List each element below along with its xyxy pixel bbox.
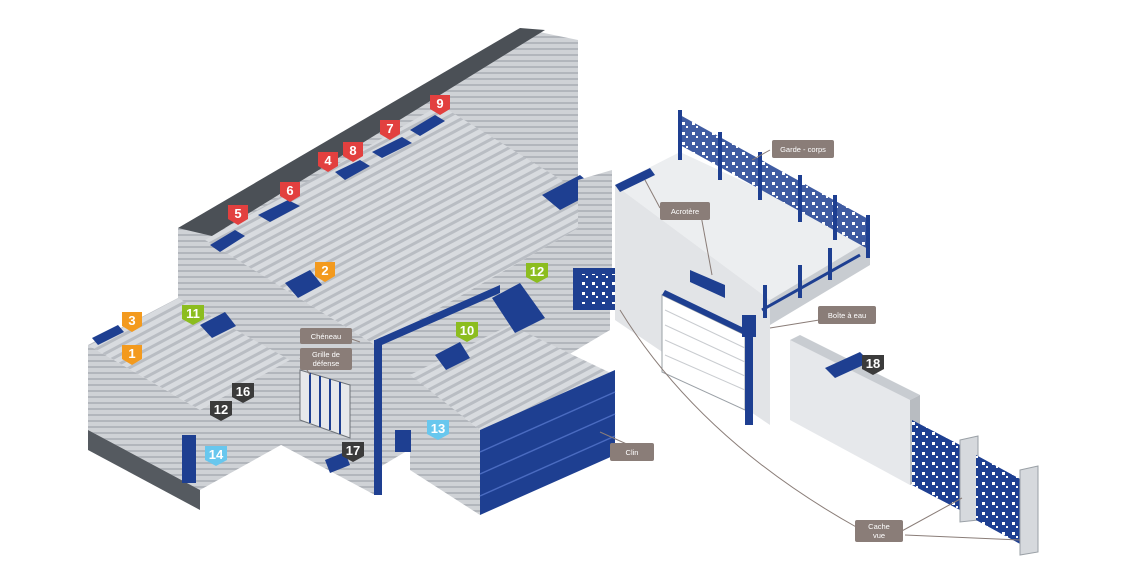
guard-rail <box>678 110 870 318</box>
downpipe <box>374 340 382 495</box>
callout-garde-corps-label: Garde - corps <box>780 145 826 154</box>
callout-clin-label: Clin <box>626 448 639 457</box>
callout-grille-label-2: défense <box>313 359 340 368</box>
callout-cheneau-label: Chéneau <box>311 332 341 341</box>
callout-clin: Clin <box>610 443 654 461</box>
badge-4: 4 <box>318 152 338 172</box>
svg-text:4: 4 <box>324 153 332 168</box>
badge-12-green: 12 <box>526 263 548 283</box>
badge-5: 5 <box>228 205 248 225</box>
badge-10: 10 <box>456 322 478 342</box>
svg-text:9: 9 <box>436 96 443 111</box>
badge-6: 6 <box>280 182 300 202</box>
badge-11: 11 <box>182 305 204 325</box>
badge-14: 14 <box>205 446 227 466</box>
callout-boite-a-eau: Boîte à eau <box>818 306 876 324</box>
annex-downpipe <box>182 435 196 483</box>
callout-cache-label-1: Cache <box>868 522 890 531</box>
callout-garde-corps: Garde - corps <box>772 140 834 158</box>
right-building <box>615 152 870 425</box>
badge-1: 1 <box>122 345 142 365</box>
badge-8: 8 <box>343 142 363 162</box>
callout-grille: Grille de défense <box>300 348 352 370</box>
svg-text:6: 6 <box>286 183 293 198</box>
boundary-wall <box>790 335 1039 556</box>
svg-text:14: 14 <box>209 447 224 462</box>
grille-window <box>299 369 351 439</box>
badge-9: 9 <box>430 95 450 115</box>
badge-7: 7 <box>380 120 400 140</box>
badge-2: 2 <box>315 262 335 282</box>
svg-text:10: 10 <box>460 323 474 338</box>
svg-text:18: 18 <box>866 356 880 371</box>
badge-17: 17 <box>342 442 364 462</box>
svg-text:7: 7 <box>386 121 393 136</box>
rain-box <box>742 315 756 337</box>
callout-acrotere-label: Acrotère <box>671 207 699 216</box>
svg-text:11: 11 <box>186 306 200 321</box>
svg-text:13: 13 <box>431 421 445 436</box>
callout-acrotere: Acrotère <box>660 202 710 220</box>
svg-text:17: 17 <box>346 443 360 458</box>
badge-3: 3 <box>122 312 142 332</box>
callout-cache-vue: Cache vue <box>855 520 903 542</box>
badge-16: 16 <box>232 383 254 403</box>
callout-cache-label-2: vue <box>873 531 885 540</box>
badge-12-dark: 12 <box>210 401 232 421</box>
svg-text:8: 8 <box>349 143 356 158</box>
badge-18: 18 <box>862 355 884 375</box>
svg-text:16: 16 <box>236 384 250 399</box>
callout-boite-a-eau-label: Boîte à eau <box>828 311 866 320</box>
svg-text:5: 5 <box>234 206 241 221</box>
svg-text:3: 3 <box>128 313 135 328</box>
svg-text:1: 1 <box>128 346 135 361</box>
badge-13: 13 <box>427 420 449 440</box>
callout-cheneau: Chéneau <box>300 328 352 344</box>
svg-text:2: 2 <box>321 263 328 278</box>
callout-grille-label-1: Grille de <box>312 350 340 359</box>
svg-text:12: 12 <box>530 264 544 279</box>
svg-text:12: 12 <box>214 402 228 417</box>
